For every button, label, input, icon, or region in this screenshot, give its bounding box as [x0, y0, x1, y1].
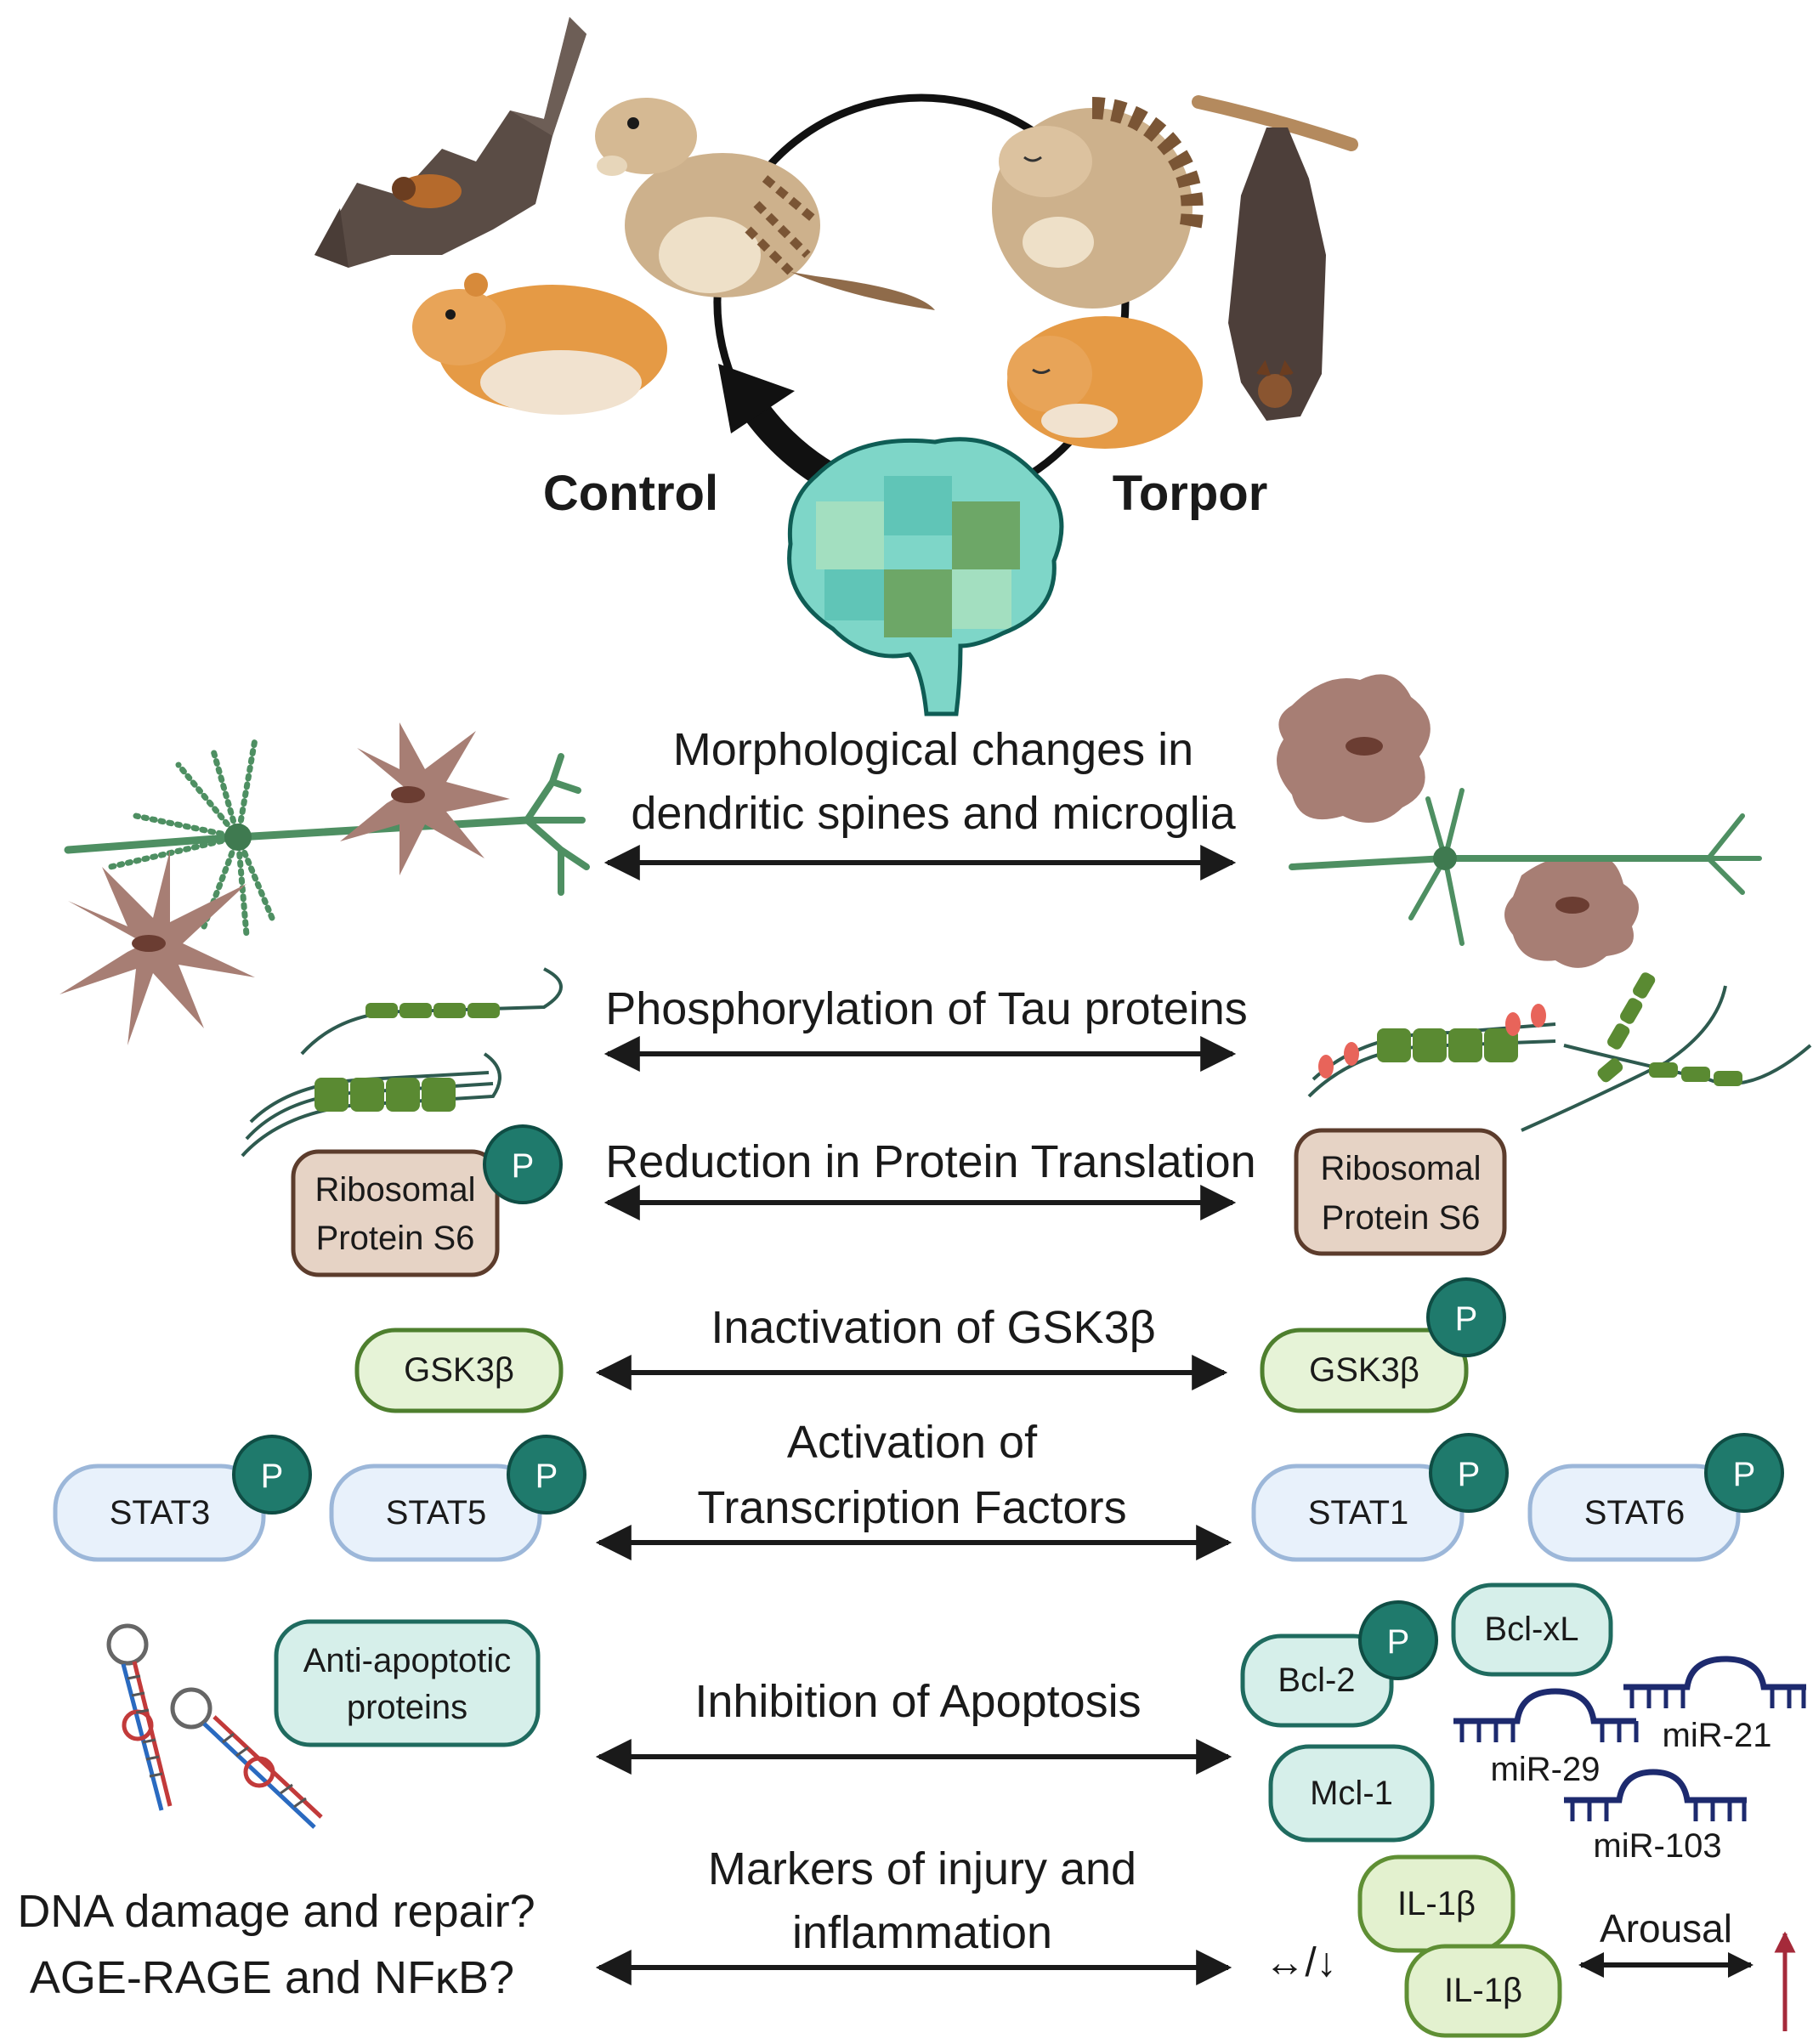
gsk-text: GSK3β	[404, 1351, 514, 1389]
tf-line-1: Activation of	[787, 1417, 1038, 1468]
hamster-icon	[412, 273, 667, 415]
question-1: DNA damage and repair?	[17, 1886, 535, 1937]
tf-line-2: Transcription Factors	[697, 1482, 1126, 1533]
phospho-badge	[1429, 1433, 1509, 1513]
bcl2-text: Bcl-2	[1278, 1662, 1355, 1699]
mcl1-protein: Mcl-1	[1268, 1744, 1435, 1843]
torpor-label: Torpor	[1113, 466, 1268, 521]
phospho-text: P	[512, 1147, 535, 1185]
control-neuron-icon	[64, 736, 590, 938]
row-apoptosis: Anti-apoptotic proteins Bcl-2 P Bcl-xL M…	[106, 1583, 1806, 1865]
mirna-29-label: miR-29	[1491, 1751, 1601, 1788]
flying-bat-icon	[314, 17, 586, 268]
row-gsk: GSK3β GSK3β P Inactivation of GSK3β	[354, 1277, 1506, 1413]
il1b-protein-back: IL-1β	[1357, 1854, 1516, 1953]
translation-label: Reduction in Protein Translation	[605, 1136, 1255, 1187]
il1b-text-2: IL-1β	[1444, 1972, 1522, 2009]
mirna-29-icon	[1453, 1688, 1639, 1742]
question-2: AGE-RAGE and NFκB?	[30, 1952, 514, 2003]
arousal-label: Arousal	[1600, 1906, 1732, 1951]
ground-squirrel-icon	[595, 98, 935, 310]
bclxl-text: Bcl-xL	[1484, 1611, 1578, 1648]
brain-puzzle-icon	[787, 437, 1064, 716]
change-symbol: ↔/↓	[1264, 1940, 1336, 1985]
phospho-badge	[507, 1435, 586, 1515]
control-ribosomal-protein: Ribosomal Protein S6 P	[291, 1124, 563, 1277]
control-gsk-protein: GSK3β	[354, 1328, 564, 1413]
morph-line-2: dendritic spines and microglia	[631, 788, 1236, 839]
phospho-text: P	[1458, 1456, 1481, 1493]
phospho-badge	[1358, 1600, 1438, 1680]
phospho-text: P	[1455, 1300, 1478, 1338]
return-arrow-head	[718, 364, 795, 433]
gsk-text-torpor: GSK3β	[1309, 1351, 1419, 1389]
anti-apoptotic-text-1: Anti-apoptotic	[303, 1642, 512, 1679]
injury-line-1: Markers of injury and	[708, 1843, 1136, 1894]
mirna-103-label: miR-103	[1593, 1827, 1721, 1865]
stat6-protein: STAT6 P	[1527, 1433, 1784, 1562]
morph-line-1: Morphological changes in	[673, 724, 1193, 775]
control-tau-icon	[241, 967, 563, 1158]
phospho-text: P	[1387, 1623, 1410, 1661]
phospho-badge	[483, 1124, 563, 1204]
ribosomal-text-2-torpor: Protein S6	[1322, 1199, 1481, 1237]
ribosomal-text-1: Ribosomal	[315, 1171, 476, 1209]
mirna-21-label: miR-21	[1663, 1717, 1772, 1754]
control-label: Control	[543, 466, 718, 521]
injury-line-2: inflammation	[792, 1907, 1052, 1958]
stat5-text: STAT5	[386, 1494, 487, 1532]
il1b-text: IL-1β	[1397, 1885, 1476, 1922]
il1b-protein-front: IL-1β	[1404, 1944, 1562, 2038]
torpid-hamster-icon	[1007, 316, 1203, 449]
row-tau: Phosphorylation of Tau proteins	[241, 967, 1812, 1158]
apoptosis-label: Inhibition of Apoptosis	[694, 1676, 1141, 1727]
anti-apoptotic-text-2: proteins	[347, 1689, 467, 1726]
bcl2-protein: Bcl-2 P	[1240, 1600, 1438, 1728]
phospho-badge	[1704, 1433, 1784, 1513]
stat3-protein: STAT3 P	[53, 1435, 312, 1562]
stat1-text: STAT1	[1308, 1494, 1409, 1532]
hanging-bat-icon	[1192, 95, 1358, 421]
torpor-tau-icon	[1307, 972, 1812, 1132]
row-morphology: Morphological changes in dendritic spine…	[59, 674, 1762, 1045]
row-injury: DNA damage and repair? AGE-RAGE and NFκB…	[17, 1843, 1796, 2038]
tau-label: Phosphorylation of Tau proteins	[605, 983, 1248, 1034]
anti-apoptotic-proteins: Anti-apoptotic proteins	[274, 1619, 541, 1747]
phospho-text: P	[535, 1458, 558, 1495]
stat1-protein: STAT1 P	[1251, 1433, 1509, 1562]
mcl1-text: Mcl-1	[1310, 1775, 1393, 1812]
stat3-text: STAT3	[110, 1494, 211, 1532]
row-translation: Ribosomal Protein S6 P Ribosomal Protein…	[291, 1124, 1507, 1277]
stat6-text: STAT6	[1584, 1494, 1686, 1532]
phospho-badge	[232, 1435, 312, 1515]
control-microglia-icon	[59, 722, 510, 1045]
torpor-ribosomal-protein: Ribosomal Protein S6	[1294, 1128, 1507, 1256]
torpor-microglia-icon	[1277, 674, 1639, 968]
row-transcription-factors: STAT3 P STAT5 P STAT1 P STAT6 P Activati…	[53, 1417, 1784, 1562]
mirna-21-icon	[1623, 1656, 1806, 1708]
gsk-label: Inactivation of GSK3β	[711, 1302, 1155, 1353]
phospho-badge	[1426, 1277, 1506, 1357]
phospho-text: P	[1733, 1456, 1756, 1493]
stat5-protein: STAT5 P	[329, 1435, 586, 1562]
phospho-text: P	[261, 1458, 284, 1495]
mirna-103-icon	[1564, 1769, 1747, 1821]
control-mirna-hairpin-icon	[106, 1623, 323, 1829]
ribosomal-text-1-torpor: Ribosomal	[1321, 1150, 1482, 1187]
torpor-gsk-protein: GSK3β P	[1260, 1277, 1506, 1413]
hibernation-cycle: Control Torpor	[314, 17, 1358, 716]
bclxl-protein: Bcl-xL	[1451, 1583, 1613, 1677]
torpid-squirrel-icon	[992, 97, 1204, 309]
ribosomal-text-2: Protein S6	[316, 1220, 475, 1257]
torpor-neuron-icon	[1289, 788, 1762, 946]
